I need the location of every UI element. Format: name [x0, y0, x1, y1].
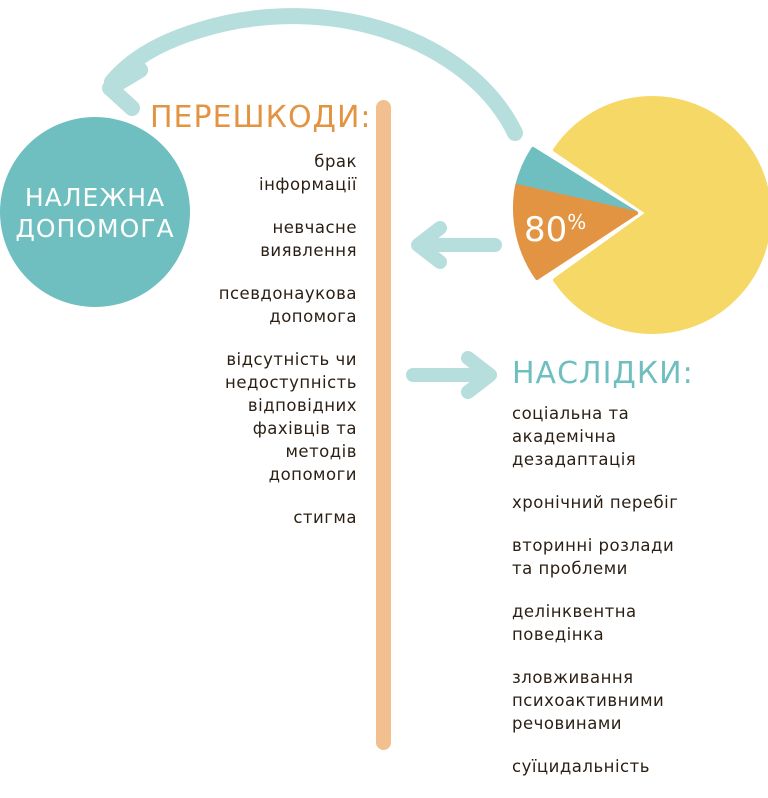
- curved-arrow: [104, 8, 523, 141]
- proper-help-circle: [0, 117, 190, 307]
- diagram-shapes: [0, 8, 768, 750]
- pie-slice-orange: [513, 184, 638, 280]
- list-item: хронічний перебіг: [512, 493, 679, 512]
- right-arrow: [406, 351, 497, 399]
- divider-bar: [376, 100, 391, 750]
- curved-arrow-head: [102, 62, 148, 116]
- left-arrow: [411, 221, 502, 269]
- list-item: соціальна та академічна дезадаптація: [512, 404, 637, 469]
- pie-percent-label: 80%: [524, 210, 586, 250]
- pie-percent-sign: %: [567, 210, 587, 234]
- list-item: зловживання психоактивними речовинами: [512, 668, 665, 733]
- proper-help-label: НАЛЕЖНА ДОПОМОГА: [0, 182, 190, 244]
- list-item: невчасне виявлення: [260, 218, 357, 260]
- circle-line-2: ДОПОМОГА: [15, 214, 175, 243]
- list-item: брак інформації: [258, 152, 357, 194]
- obstacles-list: брак інформації невчасне виявлення псевд…: [219, 150, 357, 549]
- pie-slice-yellow: [553, 96, 768, 334]
- obstacles-title: ПЕРЕШКОДИ:: [150, 100, 372, 135]
- list-item: псевдонаукова допомога: [218, 284, 357, 326]
- list-item: вторинні розлади та проблеми: [512, 536, 675, 578]
- list-item: делінквентна поведінка: [512, 602, 637, 644]
- list-item: відсутність чи недоступність відповідних…: [225, 350, 357, 484]
- consequences-title: НАСЛІДКИ:: [512, 356, 694, 391]
- circle-line-1: НАЛЕЖНА: [24, 183, 166, 212]
- list-item: стигма: [293, 508, 357, 527]
- consequences-list: соціальна та академічна дезадаптація хро…: [512, 402, 678, 798]
- list-item: суїцидальність: [512, 757, 650, 776]
- pie-value: 80: [524, 210, 568, 250]
